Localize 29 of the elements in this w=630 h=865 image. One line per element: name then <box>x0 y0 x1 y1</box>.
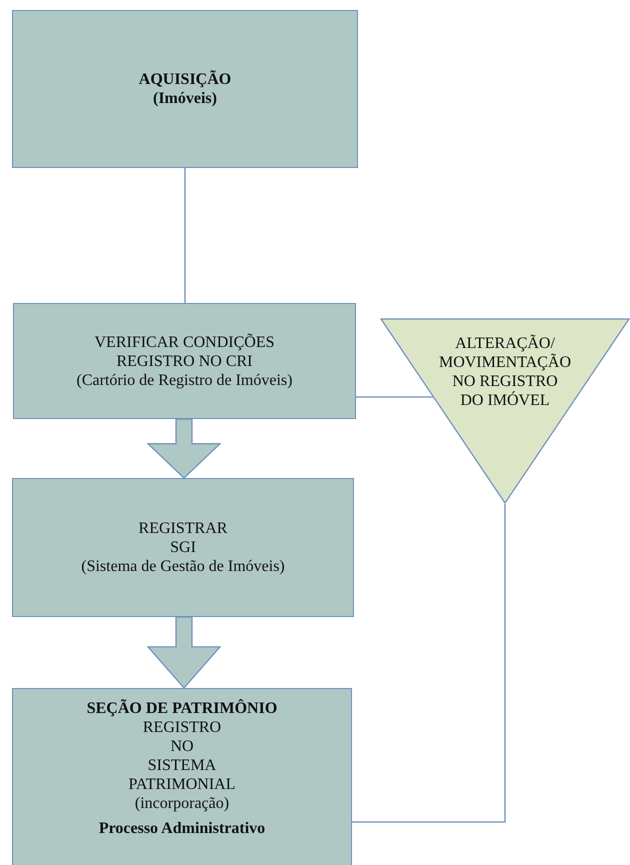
heading-text: Processo Administrativo <box>98 819 266 838</box>
heading-text: (Imóveis) <box>153 89 217 108</box>
process-box <box>12 478 354 617</box>
connector-line <box>352 504 506 823</box>
node-text: NO <box>170 737 194 756</box>
node-text: REGISTRO NO CRI <box>116 352 252 370</box>
connector-line <box>184 168 186 303</box>
process-box <box>12 688 352 865</box>
process-box <box>12 10 358 168</box>
heading-text: AQUISIÇÃO <box>138 70 232 89</box>
node-text: SISTEMA <box>148 756 216 775</box>
node-text: MOVIMENTAÇÃO <box>438 353 572 372</box>
node-text: (incorporação) <box>134 794 230 813</box>
node-text: SGI <box>170 538 196 557</box>
node-text: NO REGISTRO <box>452 372 558 391</box>
node-text: (Cartório de Registro de Imóveis) <box>76 370 292 390</box>
node-text: DO IMÓVEL <box>460 391 550 410</box>
node-text: PATRIMONIAL <box>128 775 236 794</box>
triangle-node <box>380 318 630 504</box>
node-text: (Sistema de Gestão de Imóveis) <box>81 557 285 576</box>
node-text: REGISTRAR <box>138 519 228 538</box>
heading-text: SEÇÃO DE PATRIMÔNIO <box>86 699 278 718</box>
process-box <box>13 303 356 419</box>
connector-line <box>356 396 434 398</box>
node-text: ALTERAÇÃO/ <box>455 334 555 353</box>
node-text: VERIFICAR CONDIÇÕES <box>94 332 274 352</box>
block-arrow <box>146 418 222 479</box>
node-text: REGISTRO <box>142 718 222 737</box>
block-arrow <box>146 616 222 689</box>
